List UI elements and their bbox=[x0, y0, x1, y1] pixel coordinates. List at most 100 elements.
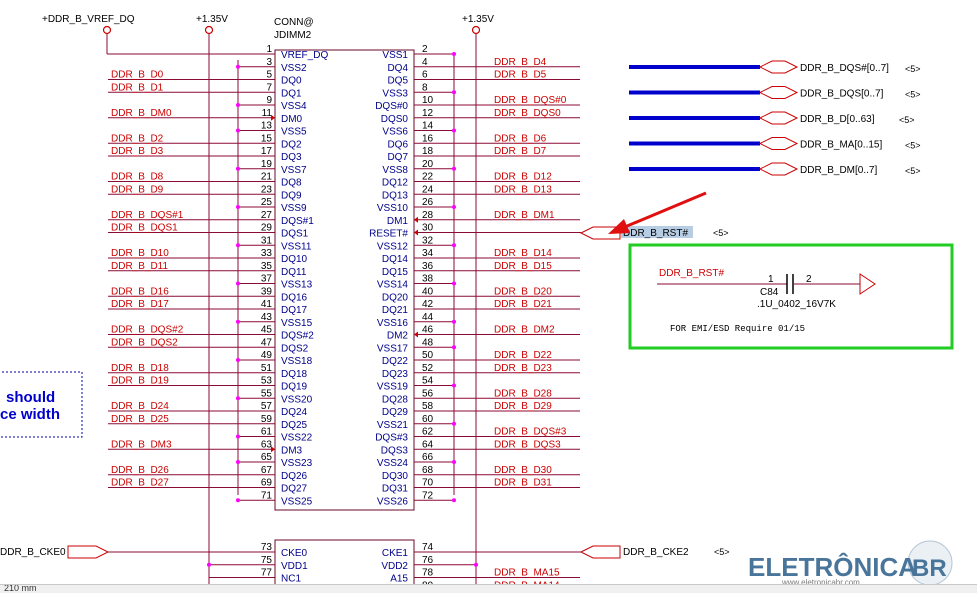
watermark-url: www.eletronicabr.com bbox=[781, 578, 860, 587]
pin-number: 36 bbox=[422, 261, 434, 272]
bus-port[interactable] bbox=[758, 137, 799, 150]
net-label[interactable]: DDR_B_D29 bbox=[494, 401, 552, 412]
net-label[interactable]: DDR_B_D5 bbox=[494, 70, 547, 81]
pin-name: DQ9 bbox=[281, 190, 302, 201]
junction-dot bbox=[452, 52, 456, 56]
bus-port[interactable] bbox=[758, 111, 799, 125]
net-label[interactable]: DDR_B_D6 bbox=[494, 133, 547, 144]
bus-port[interactable] bbox=[758, 162, 799, 176]
net-label[interactable]: DDR_B_D4 bbox=[494, 57, 547, 68]
bus-ref: <5> bbox=[899, 115, 915, 125]
pin-name: DQ15 bbox=[382, 267, 409, 278]
pin-name: DQS3 bbox=[381, 445, 409, 456]
net-label[interactable]: DDR_B_DQS1 bbox=[111, 223, 178, 234]
net-label[interactable]: DDR_B_D23 bbox=[494, 363, 552, 374]
net-label[interactable]: DDR_B_DQS#2 bbox=[111, 325, 184, 336]
pin-name: VSS2 bbox=[281, 63, 307, 74]
reset-port-ref: <5> bbox=[713, 228, 729, 238]
net-label[interactable]: DDR_B_MA15 bbox=[494, 568, 560, 579]
net-label[interactable]: DDR_B_DQS#3 bbox=[494, 427, 567, 438]
junction-dot bbox=[236, 243, 240, 248]
pin-name: DM3 bbox=[281, 445, 303, 456]
net-label[interactable]: DDR_B_DQS3 bbox=[494, 439, 561, 450]
cap-net-label: DDR_B_RST# bbox=[659, 268, 724, 279]
net-label[interactable]: DDR_B_D31 bbox=[494, 478, 552, 489]
pin-number: 64 bbox=[422, 439, 434, 450]
net-label[interactable]: DDR_B_D21 bbox=[494, 299, 552, 310]
net-label[interactable]: DDR_B_D30 bbox=[494, 465, 552, 476]
net-label[interactable]: DDR_B_D16 bbox=[111, 286, 169, 297]
pin-number: 74 bbox=[422, 542, 434, 553]
pin-name: VSS11 bbox=[281, 241, 312, 252]
net-label[interactable]: DDR_B_D3 bbox=[111, 146, 164, 157]
bus-port[interactable] bbox=[758, 60, 799, 74]
net-label[interactable]: DDR_B_D15 bbox=[494, 261, 552, 272]
net-label[interactable]: DDR_B_D13 bbox=[494, 184, 552, 195]
net-label[interactable]: DDR_B_D24 bbox=[111, 401, 169, 412]
net-label[interactable]: DDR_B_DQS2 bbox=[111, 337, 178, 348]
net-label[interactable]: DDR_B_D25 bbox=[111, 414, 169, 425]
pin-number: 46 bbox=[422, 325, 434, 336]
net-label[interactable]: DDR_B_DM1 bbox=[494, 210, 555, 221]
net-label[interactable]: DDR_B_D19 bbox=[111, 376, 169, 387]
net-label[interactable]: DDR_B_D26 bbox=[111, 465, 169, 476]
bus-port[interactable] bbox=[758, 86, 799, 99]
net-label[interactable]: DDR_B_DQS0 bbox=[494, 108, 561, 119]
net-label[interactable]: DDR_B_DM2 bbox=[494, 325, 555, 336]
net-label[interactable]: DDR_B_DQS#1 bbox=[111, 210, 184, 221]
status-bar: 210 mm bbox=[0, 584, 977, 593]
pin-name: DQ13 bbox=[382, 190, 409, 201]
net-label[interactable]: DDR_B_D1 bbox=[111, 82, 164, 93]
pin-name: DQ17 bbox=[281, 305, 308, 316]
net-label[interactable]: DDR_B_D0 bbox=[111, 70, 164, 81]
net-label[interactable]: DDR_B_D10 bbox=[111, 248, 169, 259]
pin-number: 52 bbox=[422, 363, 434, 374]
pin-number: 41 bbox=[261, 299, 273, 310]
pin-name: VSS8 bbox=[382, 165, 408, 176]
junction-dot bbox=[236, 396, 240, 401]
net-label[interactable]: DDR_B_D8 bbox=[111, 172, 164, 183]
net-label[interactable]: DDR_B_D7 bbox=[494, 146, 547, 157]
net-label[interactable]: DDR_B_D14 bbox=[494, 248, 552, 259]
pin-name: DQ30 bbox=[382, 471, 409, 482]
note-box bbox=[0, 371, 83, 438]
bus-1: DDR_B_DQS[0..7]<5> bbox=[629, 86, 921, 100]
net-label[interactable]: DDR_B_DM0 bbox=[111, 108, 172, 119]
cke0-port[interactable] bbox=[67, 545, 110, 559]
connector-part: JDIMM2 bbox=[274, 30, 312, 41]
net-label[interactable]: DDR_B_D12 bbox=[494, 172, 552, 183]
ground-symbol bbox=[859, 273, 876, 295]
net-label[interactable]: DDR_B_D18 bbox=[111, 363, 169, 374]
pin-number: 9 bbox=[266, 95, 272, 106]
pin-number: 3 bbox=[266, 57, 272, 68]
cke2-port[interactable] bbox=[579, 545, 621, 559]
junction-dot bbox=[452, 319, 456, 324]
net-label[interactable]: DDR_B_D2 bbox=[111, 133, 164, 144]
annotation-arrow-head bbox=[608, 219, 630, 234]
status-scale: 210 mm bbox=[4, 584, 37, 593]
net-label[interactable]: DDR_B_D11 bbox=[111, 261, 168, 272]
net-label[interactable]: DDR_B_D27 bbox=[111, 478, 169, 489]
net-label[interactable]: DDR_B_DM3 bbox=[111, 439, 172, 450]
pin-number: 55 bbox=[261, 388, 273, 399]
pin-name: VSS15 bbox=[281, 318, 313, 329]
net-label[interactable]: DDR_B_D22 bbox=[494, 350, 552, 361]
pin-name: VSS5 bbox=[281, 127, 307, 138]
net-label[interactable]: DDR_B_D9 bbox=[111, 184, 164, 195]
net-label[interactable]: DDR_B_DQS#0 bbox=[494, 95, 567, 106]
pin-number: 70 bbox=[422, 478, 434, 489]
net-label[interactable]: DDR_B_D28 bbox=[494, 388, 552, 399]
net-label[interactable]: DDR_B_D20 bbox=[494, 286, 552, 297]
net-label[interactable]: DDR_B_D17 bbox=[111, 299, 169, 310]
pin-name: VDD2 bbox=[381, 561, 408, 572]
